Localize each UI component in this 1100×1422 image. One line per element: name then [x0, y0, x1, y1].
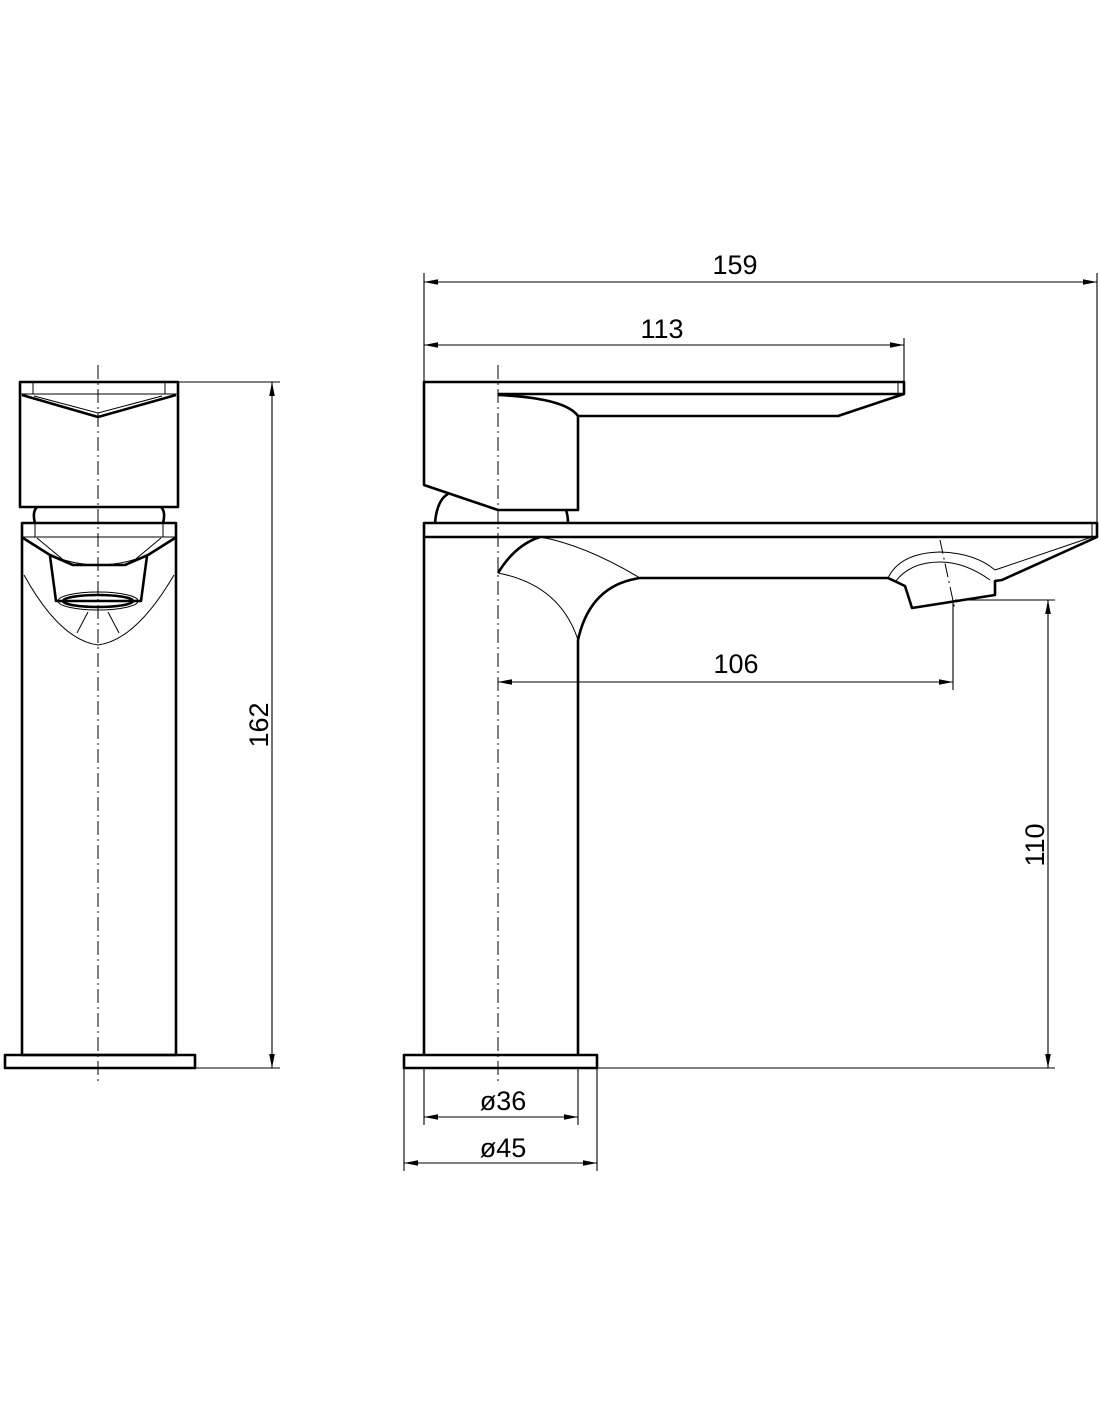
- dim-total-height: 162: [244, 702, 274, 747]
- side-view: [402, 365, 1099, 1085]
- side-neck: [433, 492, 570, 524]
- side-handle: [422, 380, 906, 512]
- front-handle: [18, 380, 180, 509]
- side-base: [402, 1053, 599, 1070]
- dim-lever-length: 113: [640, 314, 683, 344]
- side-body-spout: [422, 521, 1099, 1055]
- dim-overall-length: 159: [712, 250, 757, 280]
- dimensions: 162 159 113 106 110 ø36 ø45: [178, 250, 1098, 1171]
- dim-base-diameter: ø45: [480, 1133, 527, 1163]
- front-base: [3, 1053, 197, 1070]
- dim-body-diameter: ø36: [480, 1086, 527, 1116]
- front-neck: [32, 506, 166, 524]
- front-body: [20, 521, 178, 1057]
- dim-spout-height: 110: [1020, 823, 1050, 866]
- front-view: [3, 365, 197, 1085]
- dim-spout-reach: 106: [713, 649, 758, 679]
